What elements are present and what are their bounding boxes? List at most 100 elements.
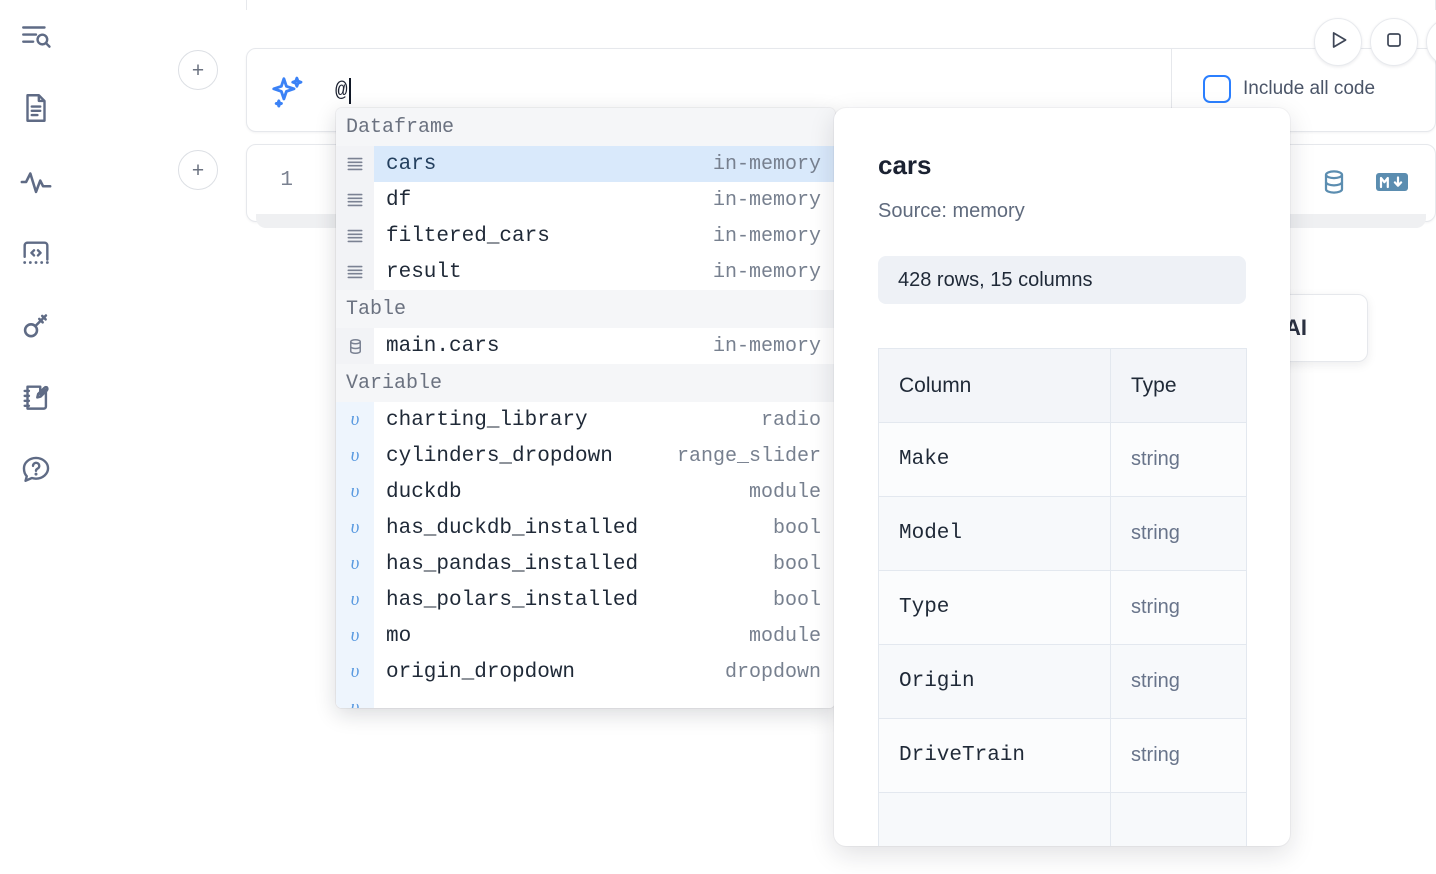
column-header-column: Column: [878, 348, 1111, 423]
database-icon[interactable]: [1319, 167, 1349, 202]
autocomplete-item-type: in-memory: [712, 188, 821, 212]
scratchpad-icon[interactable]: [14, 376, 58, 420]
sparkles-icon: [269, 73, 307, 116]
cell-column-name: [878, 792, 1111, 846]
autocomplete-item[interactable]: cars in-memory: [336, 146, 835, 182]
autocomplete-item-name: mo: [386, 624, 412, 648]
add-cell-below-button[interactable]: +: [178, 150, 218, 190]
autocomplete-item[interactable]: υ has_duckdb_installed bool: [336, 510, 835, 546]
autocomplete-item-name: cylinders_dropdown: [386, 444, 613, 468]
autocomplete-item-type: bool: [772, 588, 821, 612]
autocomplete-item-name: filtered_cars: [386, 224, 550, 248]
activity-icon[interactable]: [14, 160, 58, 204]
sidebar-rail: [0, 0, 72, 874]
cell-column-name: Origin: [878, 644, 1111, 719]
run-cell-button[interactable]: [1314, 18, 1362, 66]
autocomplete-item-type: range_slider: [676, 444, 821, 468]
cell-column-name: Make: [878, 422, 1111, 497]
autocomplete-item-name: duckdb: [386, 480, 462, 504]
cell-column-type: string: [1110, 422, 1247, 497]
add-cell-above-button[interactable]: +: [178, 50, 218, 90]
ai-prompt-input[interactable]: @: [335, 71, 1215, 111]
autocomplete-item-type: in-memory: [712, 334, 821, 358]
autocomplete-item-name: has_duckdb_installed: [386, 516, 639, 540]
cell-column-type: string: [1110, 570, 1247, 645]
autocomplete-item-type: module: [748, 480, 821, 504]
cell-column-type: string: [1110, 644, 1247, 719]
stop-cell-button[interactable]: [1370, 18, 1418, 66]
line-number: 1: [280, 169, 293, 192]
variable-icon: υ: [336, 690, 374, 708]
autocomplete-item-type: bool: [772, 552, 821, 576]
help-chat-icon[interactable]: [14, 448, 58, 492]
autocomplete-item-type: in-memory: [712, 224, 821, 248]
stop-square-icon: [1382, 28, 1406, 57]
cell-column-name: Model: [878, 496, 1111, 571]
document-icon[interactable]: [14, 86, 58, 130]
autocomplete-item-name: origin_dropdown: [386, 660, 576, 684]
autocomplete-item-type: in-memory: [712, 152, 821, 176]
dataframe-preview-card: cars Source: memory 428 rows, 15 columns…: [834, 108, 1290, 846]
autocomplete-item-type: bool: [772, 516, 821, 540]
autocomplete-item-partial[interactable]: υ: [336, 690, 835, 708]
dataframe-icon: [336, 182, 374, 218]
markdown-icon[interactable]: [1375, 169, 1409, 200]
autocomplete-group-header: Dataframe: [336, 108, 835, 146]
key-icon[interactable]: [14, 304, 58, 348]
ai-prompt-value: @: [335, 79, 348, 103]
explore-search-icon[interactable]: [14, 14, 58, 58]
variable-icon: υ: [336, 546, 374, 582]
cell-column-name: Type: [878, 570, 1111, 645]
autocomplete-item[interactable]: υ has_pandas_installed bool: [336, 546, 835, 582]
autocomplete-item-name: cars: [386, 152, 437, 176]
code-snippet-icon[interactable]: [14, 232, 58, 276]
column-header-type: Type: [1110, 348, 1247, 423]
cell-column-type: [1110, 792, 1247, 846]
previous-cell-edge: [246, 0, 1436, 10]
play-icon: [1325, 27, 1351, 58]
database-icon: [336, 328, 374, 364]
autocomplete-item-type: module: [748, 624, 821, 648]
autocomplete-item-type: in-memory: [712, 260, 821, 284]
cell-column-type: string: [1110, 718, 1247, 793]
autocomplete-item-name: has_pandas_installed: [386, 552, 639, 576]
autocomplete-item-type: dropdown: [724, 660, 821, 684]
cell-column-name: DriveTrain: [878, 718, 1111, 793]
cell-column-type: string: [1110, 496, 1247, 571]
autocomplete-item-type: radio: [760, 408, 821, 432]
dataframe-icon: [336, 254, 374, 290]
include-all-code-checkbox[interactable]: [1203, 75, 1231, 103]
ai-cell-divider: [1171, 49, 1172, 133]
autocomplete-item-name: main.cars: [386, 334, 500, 358]
variable-icon: υ: [336, 510, 374, 546]
preview-shape-badge: 428 rows, 15 columns: [878, 256, 1246, 304]
autocomplete-item[interactable]: υ has_polars_installed bool: [336, 582, 835, 618]
include-all-code-toggle[interactable]: Include all code: [1203, 75, 1375, 103]
cell-language-toggles: [1319, 167, 1409, 202]
autocomplete-item-name: has_polars_installed: [386, 588, 639, 612]
autocomplete-group-header: Table: [336, 290, 835, 328]
text-caret: [348, 78, 351, 104]
variable-icon: υ: [336, 582, 374, 618]
variable-icon: υ: [336, 474, 374, 510]
include-all-code-label: Include all code: [1243, 78, 1376, 99]
autocomplete-item[interactable]: filtered_cars in-memory: [336, 218, 835, 254]
variable-icon: υ: [336, 618, 374, 654]
preview-source: Source: memory: [878, 200, 1025, 222]
autocomplete-item[interactable]: main.cars in-memory: [336, 328, 835, 364]
